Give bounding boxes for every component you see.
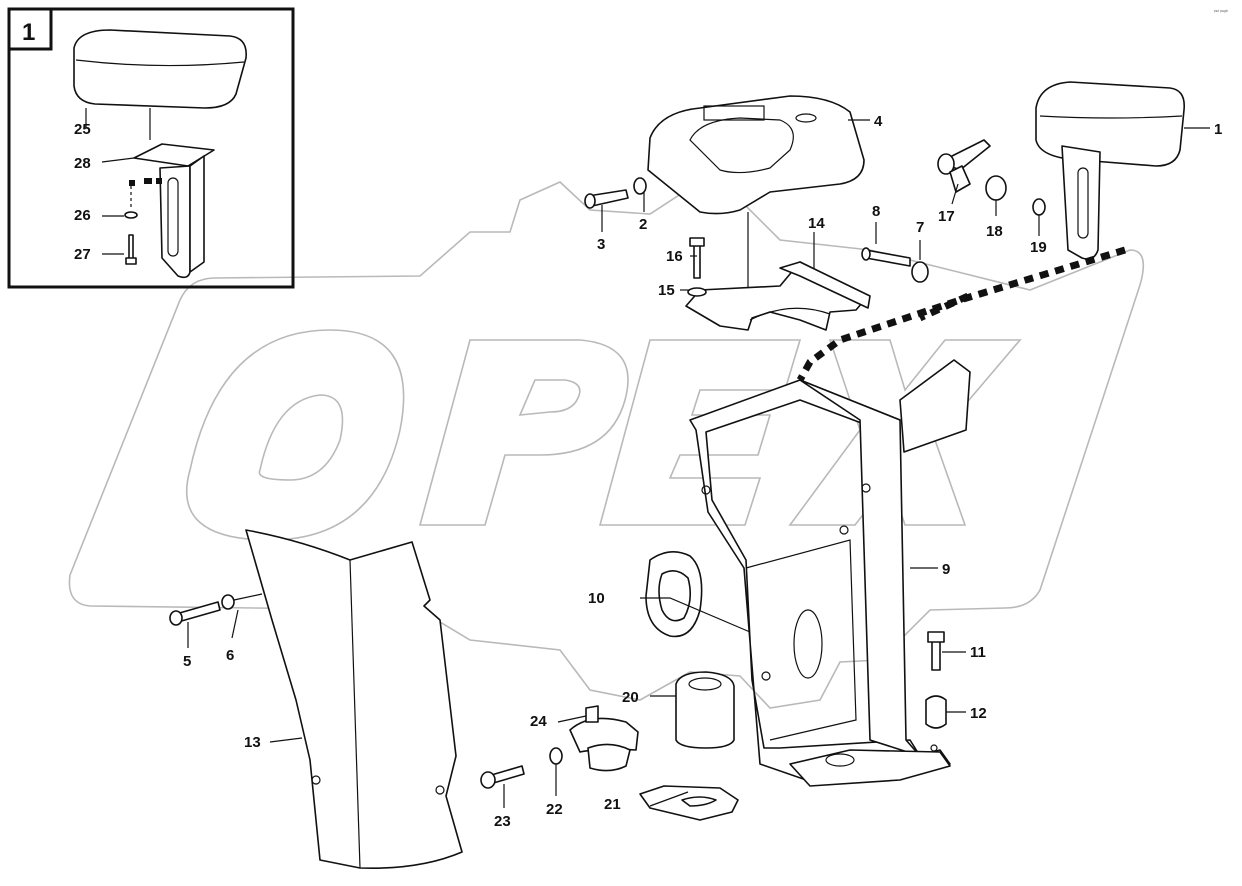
callout-12: 12 [970,705,987,722]
callout-26-28: 28 [74,155,91,172]
part-7-washer [911,261,929,283]
callout-26: 26 [74,207,91,224]
hidden-line [796,246,1127,382]
callout-21: 21 [604,796,621,813]
part-27-screw [128,234,134,262]
callout-25: 25 [74,121,91,138]
callout-9: 9 [942,561,950,578]
part-15-washer [687,287,707,297]
callout-8: 8 [872,203,880,220]
part-21-shim [639,785,739,821]
part-18-knob [985,175,1007,201]
watermark-gear-outline [68,181,1145,709]
part-22-washer [549,747,563,765]
callout-14: 14 [808,215,825,232]
inset-label-box [7,7,53,51]
part-20-sleeve [675,671,735,749]
leader-lines [85,108,1210,808]
callout-5: 5 [183,653,191,670]
watermark-letter-o [185,329,405,541]
callout-7: 7 [916,219,924,236]
callout-22: 22 [546,801,563,818]
part-24-clamp [569,705,639,772]
part-8-bolt [865,249,911,267]
inset-label: 1 [22,19,35,46]
callout-27: 27 [74,246,91,263]
watermark [68,181,1145,709]
part-11-bolt [931,639,941,671]
callout-11: 11 [970,644,986,661]
small-hardware-top [584,139,1046,297]
callout-15: 15 [658,282,675,299]
callout-23: 23 [494,813,511,830]
inset-detail: 1 [7,7,295,289]
callout-6: 6 [226,647,234,664]
part-26-washer [124,211,138,219]
callout-4: 4 [874,113,883,130]
callout-16: 16 [666,248,683,265]
callout-17: 17 [938,208,955,225]
watermark-letter-e [598,339,802,526]
watermark-letter-p [418,339,629,526]
part-19-washer [1032,198,1046,216]
callouts: 1 2 3 4 5 6 7 8 9 10 11 12 13 14 15 16 1… [74,113,1222,830]
drawing-code: ᵖᵉᵗ ᵖᵉᵍᵇ [1214,9,1228,15]
part-13-lower-cover [245,529,463,869]
callout-18: 18 [986,223,1003,240]
inset-frame [7,7,295,289]
part-1-armrest [1035,81,1186,260]
callout-13: 13 [244,734,261,751]
callout-1: 1 [1214,121,1222,138]
callout-3: 3 [597,236,605,253]
part-4-cover [647,95,865,300]
part-12-spacer [925,695,947,729]
part-16-bolt [693,243,701,279]
callout-19: 19 [1030,239,1047,256]
part-6-washer [221,594,235,610]
small-hardware-bottom [169,593,947,789]
part-25-cushion [73,29,247,109]
part-28-bracket [133,143,215,167]
part-10-grommet [645,551,703,638]
callout-2: 2 [639,216,647,233]
callout-10: 10 [588,590,605,607]
part-14-plate [685,261,871,331]
callout-24: 24 [530,713,547,730]
callout-20: 20 [622,689,639,706]
part-9-column [689,359,971,787]
part-2-washer [633,177,647,195]
